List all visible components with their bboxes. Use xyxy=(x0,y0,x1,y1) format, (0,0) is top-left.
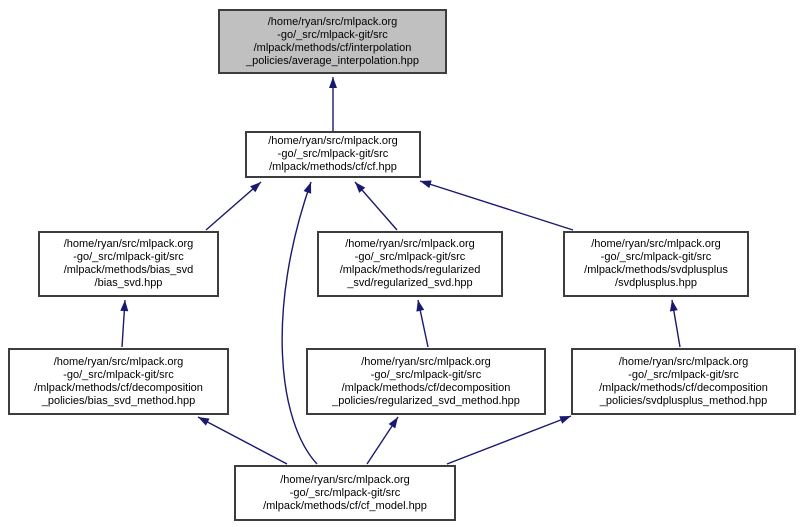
node-bias-svd-method-hpp[interactable]: /home/ryan/src/mlpack.org -go/_src/mlpac… xyxy=(8,348,229,415)
edge-svdplusplus-to-cf xyxy=(419,180,574,231)
edge-regularized-svd-to-cf xyxy=(354,181,398,231)
node-svdplusplus-hpp[interactable]: /home/ryan/src/mlpack.org -go/_src/mlpac… xyxy=(563,231,749,297)
node-regularized-svd-method-hpp[interactable]: /home/ryan/src/mlpack.org -go/_src/mlpac… xyxy=(306,348,546,415)
edge-bias-svd-method-to-bias-svd xyxy=(120,299,129,348)
node-cf-model-hpp[interactable]: /home/ryan/src/mlpack.org -go/_src/mlpac… xyxy=(234,465,456,521)
edge-cf-model-to-svdplusplus-method xyxy=(446,415,572,465)
edge-regularized-svd-method-to-regularized-svd xyxy=(416,299,429,348)
edge-cf-model-to-regularized-svd-method xyxy=(366,416,399,465)
node-svdplusplus-method-hpp[interactable]: /home/ryan/src/mlpack.org -go/_src/mlpac… xyxy=(571,348,796,415)
node-bias-svd-hpp[interactable]: /home/ryan/src/mlpack.org -go/_src/mlpac… xyxy=(38,231,219,297)
edge-cf-model-to-bias-svd-method xyxy=(197,416,288,465)
node-average-interpolation-hpp[interactable]: /home/ryan/src/mlpack.org -go/_src/mlpac… xyxy=(218,9,447,74)
node-regularized-svd-hpp[interactable]: /home/ryan/src/mlpack.org -go/_src/mlpac… xyxy=(317,231,503,297)
node-cf-hpp[interactable]: /home/ryan/src/mlpack.org -go/_src/mlpac… xyxy=(245,131,421,178)
edge-bias-svd-to-cf xyxy=(205,181,262,231)
edge-svdplusplus-method-to-svdplusplus xyxy=(669,299,681,348)
edge-cf-model-to-cf xyxy=(281,181,318,465)
